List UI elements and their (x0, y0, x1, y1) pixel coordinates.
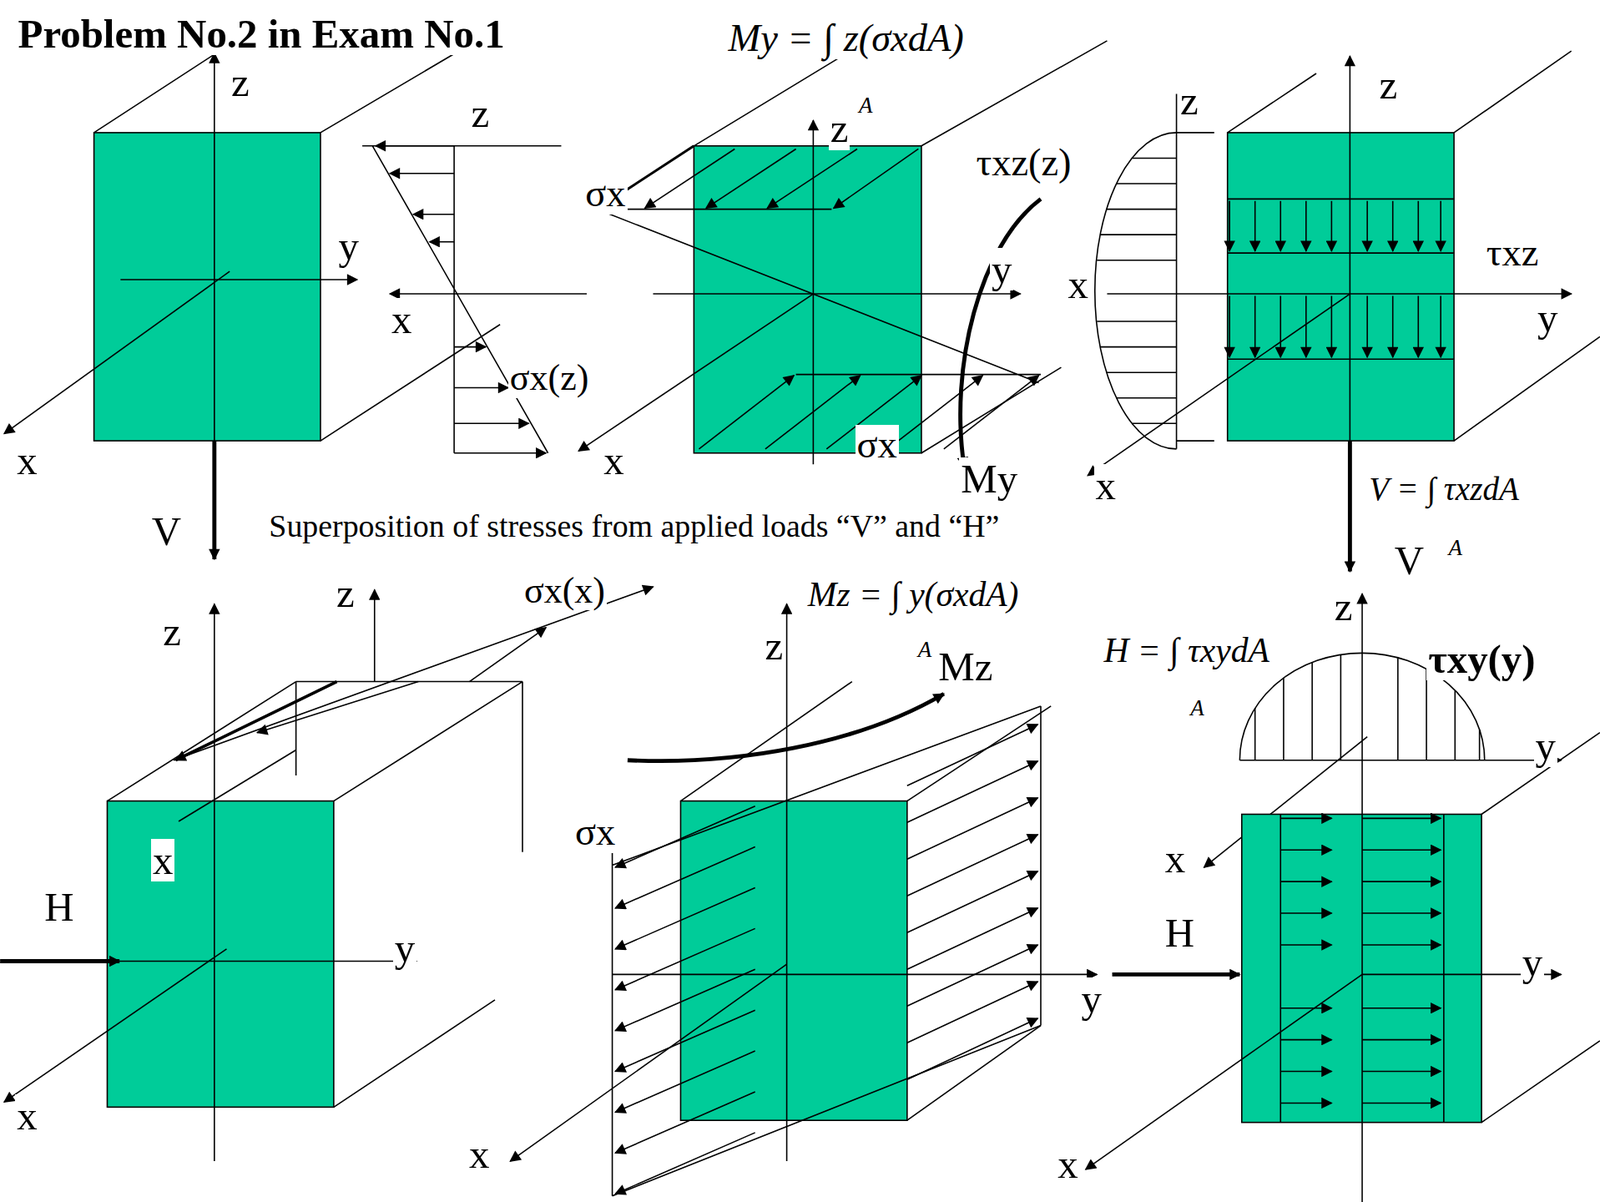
axis-label: z (161, 610, 183, 653)
axis-label: y (1520, 940, 1545, 984)
axis-label: A (1188, 696, 1206, 720)
axis-label: z (1377, 63, 1399, 106)
axis-label: Mz (936, 645, 995, 688)
axis-label: z (229, 60, 252, 104)
axis-label: x (389, 297, 414, 341)
axis-label: H (1163, 911, 1197, 954)
axis-label: z (762, 624, 785, 667)
axis-label: H = ∫ τxydA (1101, 632, 1271, 670)
axis-label: y (1535, 296, 1560, 339)
axis-label: A (916, 637, 934, 662)
axis-label: z (828, 106, 851, 150)
axis-label: x (1094, 464, 1118, 507)
axis-label: My = ∫ z(σxdA) (726, 18, 965, 60)
axis-label: Mz = ∫ y(σxdA) (806, 576, 1021, 614)
axis-label: τxz(z) (974, 142, 1074, 184)
axis-label: σx(x) (522, 571, 607, 611)
axis-label: z (334, 571, 357, 615)
axis-label: σx (583, 173, 627, 215)
axis-label: x (1163, 837, 1187, 880)
axis-label: τxy(y) (1426, 637, 1537, 681)
axis-label: x (151, 838, 175, 882)
axis-label: z (1332, 585, 1355, 628)
axis-label: x (1066, 262, 1091, 306)
axis-label: σx (855, 424, 899, 466)
axis-label: V = ∫ τxzdA (1367, 471, 1521, 506)
axis-label: z (469, 91, 491, 135)
axis-label: y (336, 224, 360, 268)
axis-label: x (467, 1132, 491, 1176)
axis-label: y (1079, 977, 1103, 1020)
axis-label: V (150, 509, 183, 553)
caption: Superposition of stresses from applied l… (267, 509, 1001, 544)
axis-label: y (1534, 724, 1558, 768)
axis-label: A (1447, 535, 1464, 560)
axis-label: z (1178, 79, 1201, 122)
axis-label: x (1055, 1142, 1080, 1186)
axis-label: x (601, 439, 626, 482)
axis-label: y (989, 247, 1014, 291)
axis-label: σx (573, 812, 617, 853)
axis-label: τxz (1484, 232, 1541, 274)
axis-label: x (15, 439, 39, 482)
axis-label: A (857, 93, 874, 117)
axis-label: y (393, 926, 417, 970)
axis-label: H (42, 885, 76, 929)
axis-label: σx(z) (508, 358, 591, 398)
axis-label: My (958, 457, 1020, 500)
title: Problem No.2 in Exam No.1 (16, 12, 507, 56)
axis-label: V (1393, 539, 1426, 582)
axis-label: x (15, 1094, 39, 1137)
